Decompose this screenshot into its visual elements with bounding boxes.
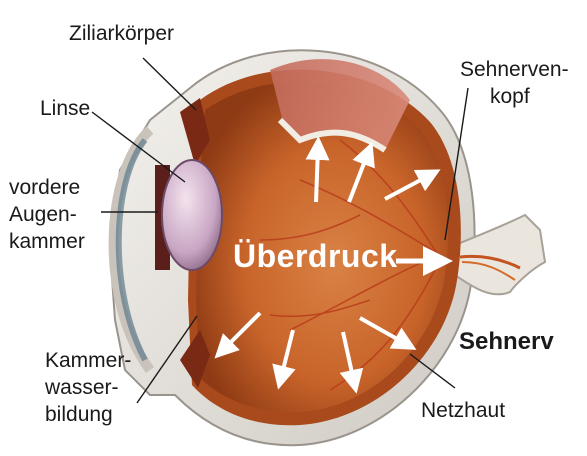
label-vordere-augenkammer-line: kammer — [9, 228, 85, 255]
label-kammerwasserbildung-line: wasser- — [45, 374, 131, 401]
center-label: Überdruck — [233, 238, 398, 275]
label-kammerwasserbildung: Kammer- wasser- bildung — [45, 347, 131, 428]
label-netzhaut: Netzhaut — [421, 397, 505, 424]
lens — [162, 160, 222, 270]
label-sehnervenkopf-line: kopf — [460, 83, 569, 110]
label-kammerwasserbildung-line: Kammer- — [45, 347, 131, 374]
label-vordere-augenkammer-line: vordere — [9, 174, 85, 201]
label-vordere-augenkammer: vordere Augen- kammer — [9, 174, 85, 255]
label-linse: Linse — [40, 95, 90, 122]
label-kammerwasserbildung-line: bildung — [45, 401, 131, 428]
label-vordere-augenkammer-line: Augen- — [9, 201, 85, 228]
label-sehnervenkopf-line: Sehnerven- — [460, 56, 569, 83]
label-ziliarkoerper: Ziliarkörper — [69, 20, 174, 47]
label-sehnerv: Sehnerv — [459, 328, 554, 355]
label-sehnervenkopf: Sehnerven- kopf — [460, 56, 569, 110]
